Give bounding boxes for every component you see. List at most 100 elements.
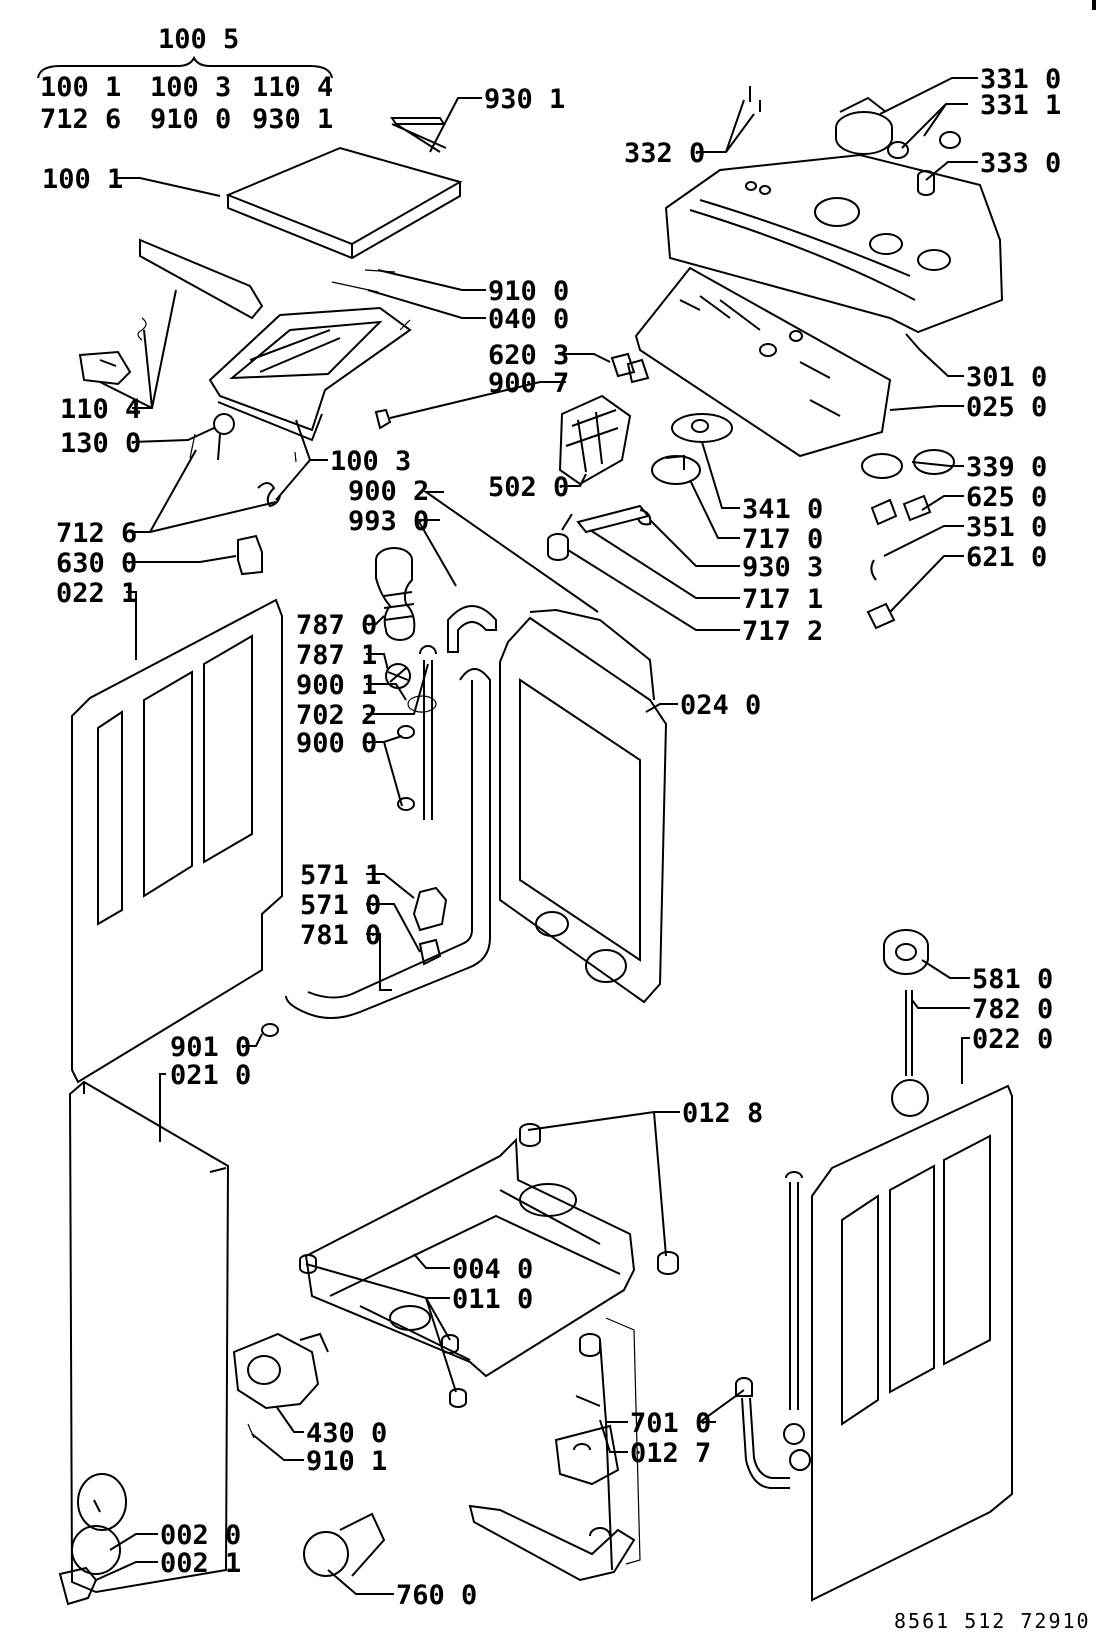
bracket-line (605, 1317, 641, 1565)
part-label: 901 0 (170, 1032, 251, 1063)
rear-frame-inner (519, 608, 655, 962)
part-label: 712 6 (56, 518, 137, 549)
suspension-rod-part (783, 1171, 806, 1445)
drawing-number: 8561 512 72910 (894, 1609, 1091, 1633)
hose-702-2-part (419, 645, 437, 820)
inlet-hose-part (735, 1377, 811, 1489)
connector-620-part (610, 352, 650, 384)
part-label: 130 0 (60, 428, 141, 459)
front-panel-hatch (77, 1473, 128, 1531)
group-item: 100 1 (40, 72, 121, 103)
part-label: 011 0 (452, 1284, 533, 1315)
pump-bracket-part (412, 886, 448, 932)
part-label: 002 1 (160, 1548, 241, 1579)
part-label: 910 1 (306, 1446, 387, 1477)
part-label: 581 0 (972, 964, 1053, 995)
group-item: 110 4 (252, 72, 333, 103)
pump-part (232, 1332, 329, 1410)
top-frame-edge (217, 401, 323, 442)
ring-part (891, 1079, 930, 1117)
top-frame-inner (229, 320, 383, 380)
pulley-part (883, 929, 929, 975)
part-label: 787 0 (296, 610, 377, 641)
control-panel-wave (689, 199, 916, 301)
base-frame-inner (329, 1183, 621, 1361)
part-label: 621 0 (966, 542, 1047, 573)
part-label: 012 8 (682, 1098, 763, 1129)
part-label: 787 1 (296, 640, 377, 671)
control-panel-holes (745, 181, 952, 271)
block-part (237, 534, 263, 576)
part-label: 331 1 (980, 90, 1061, 121)
tabs-625-part (870, 494, 932, 526)
pcb-components (679, 295, 841, 417)
part-label: 022 1 (56, 578, 137, 609)
rear-frame-holes (535, 911, 628, 983)
part-labels: 930 1 100 1 331 0 331 1 332 0 333 0 910 … (42, 64, 1061, 1611)
clamp-900-1-part (407, 695, 437, 713)
spring-part (257, 482, 281, 508)
filter-760-part (303, 1512, 386, 1577)
part-label: 100 1 (42, 164, 123, 195)
part-label: 339 0 (966, 452, 1047, 483)
pins-332-part (749, 86, 761, 112)
part-label: 782 0 (972, 994, 1053, 1025)
filter-787-1-part (385, 663, 412, 689)
part-label: 351 0 (966, 512, 1047, 543)
group-item: 712 6 (40, 104, 121, 135)
part-label: 900 0 (296, 728, 377, 759)
part-label: 760 0 (396, 1580, 477, 1611)
pump-clip-part (418, 938, 442, 966)
lever-part (576, 504, 652, 534)
hatch-cover-part (71, 1525, 122, 1575)
group-brace (37, 55, 333, 79)
hinge-part (213, 413, 236, 461)
part-label: 930 1 (484, 84, 565, 115)
part-label: 701 0 (630, 1408, 711, 1439)
feet-part (299, 1123, 679, 1408)
side-panel-right-ribs (841, 1134, 991, 1426)
part-label: 002 0 (160, 1520, 241, 1551)
clamp-901-part (261, 1023, 280, 1037)
group-item: 930 1 (252, 104, 333, 135)
front-panel-edge (83, 1082, 227, 1173)
part-label: 025 0 (966, 392, 1047, 423)
part-label: 341 0 (742, 494, 823, 525)
part-label: 702 2 (296, 700, 377, 731)
part-label: 900 2 (348, 476, 429, 507)
valve-part (575, 1333, 601, 1407)
part-label: 930 3 (742, 552, 823, 583)
leader-lines (95, 77, 978, 1595)
part-label: 331 0 (980, 64, 1061, 95)
spring-small-part (137, 317, 147, 341)
group-title: 100 5 (158, 24, 239, 55)
sensor-part (866, 559, 896, 630)
bellows-part (375, 547, 416, 641)
group-item: 910 0 (150, 104, 231, 135)
top-frame-part (208, 306, 412, 432)
part-label: 022 0 (972, 1024, 1053, 1055)
cap-333-part (917, 170, 935, 196)
part-label: 993 0 (348, 506, 429, 537)
module-502-part (558, 394, 632, 486)
knob-inserts-part (861, 449, 956, 479)
knob-small-part (887, 131, 962, 159)
part-label: 625 0 (966, 482, 1047, 513)
rear-frame-part (499, 616, 668, 1004)
drain-lever-part (468, 1504, 636, 1582)
part-label: 040 0 (488, 304, 569, 335)
part-label: 717 0 (742, 524, 823, 555)
part-label: 717 1 (742, 584, 823, 615)
part-label: 012 7 (630, 1438, 711, 1469)
group-header: 100 5 100 1 100 3 110 4 712 6 910 0 930 … (37, 24, 333, 135)
side-panel-left-ribs (97, 634, 253, 926)
part-label: 332 0 (624, 138, 705, 169)
part-label: 717 2 (742, 616, 823, 647)
bushing-part (547, 513, 573, 561)
part-label: 781 0 (300, 920, 381, 951)
part-label: 110 4 (60, 394, 141, 425)
part-label: 620 3 (488, 340, 569, 371)
part-label: 571 1 (300, 860, 381, 891)
part-label: 502 0 (488, 472, 569, 503)
